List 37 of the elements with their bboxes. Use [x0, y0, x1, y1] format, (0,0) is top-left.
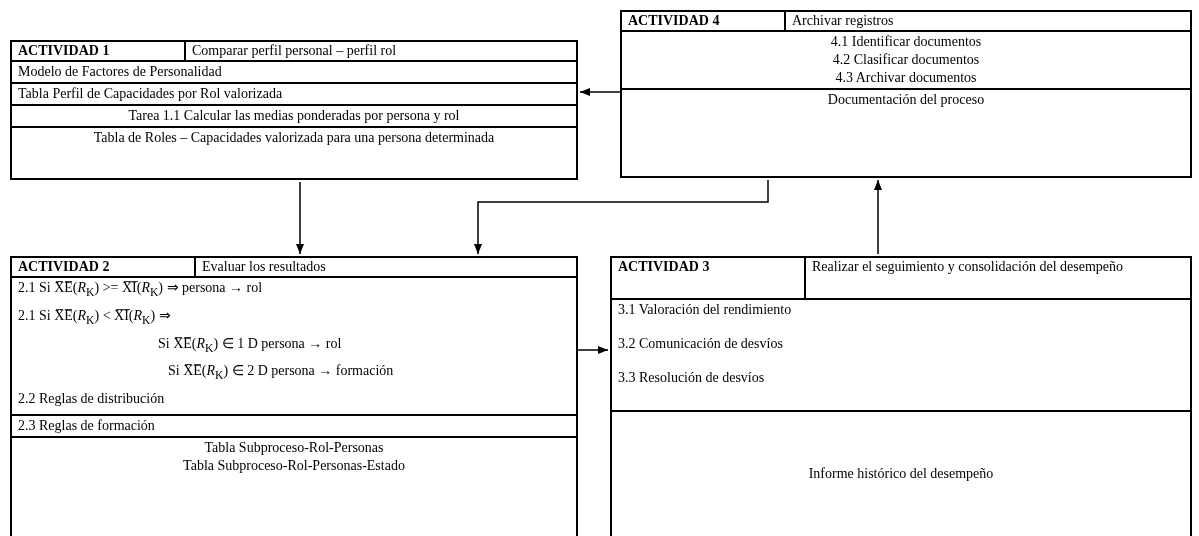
- list-item-text: Si X̅E̅(R$_{K}$) ∈ 1 D persona → rol: [157, 334, 343, 357]
- row-text: Documentación del proceso: [826, 91, 986, 109]
- list-item-text: Tabla Subproceso-Rol-Personas-Estado: [182, 457, 406, 476]
- activity-title: Comparar perfil personal – perfil rol: [191, 42, 398, 60]
- activity-box: [10, 256, 578, 536]
- arrow: [577, 346, 609, 354]
- activity-title: Evaluar los resultados: [201, 258, 327, 276]
- activity-box: [10, 40, 578, 180]
- row-text: Informe histórico del desempeño: [808, 465, 994, 483]
- row-text: Tabla de Roles – Capacidades valorizada para una persona determinada: [92, 129, 496, 147]
- arrow: [474, 179, 769, 255]
- arrow: [874, 179, 882, 255]
- activity-box: [620, 10, 1192, 178]
- list-item-text: 4.3 Archivar documentos: [834, 69, 978, 87]
- arrow: [296, 181, 304, 255]
- activity-title: Realizar el seguimiento y consolidación del desempeño: [811, 258, 1124, 276]
- list-item-text: 2.1 Si X̅E̅(R$_{K}$) < X̅I̅(R$_{K}$) ⇒: [18, 306, 172, 329]
- activity-label: ACTIVIDAD 2: [12, 258, 196, 276]
- row-text: Tabla Perfil de Capacidades por Rol valorizada: [18, 85, 284, 103]
- list-item-text: 4.1 Identificar documentos: [829, 33, 983, 51]
- row-text: Tarea 1.1 Calcular las medias ponderadas por persona y rol: [127, 107, 461, 125]
- activity-box: [610, 256, 1192, 536]
- list-item-text: 2.2 Reglas de distribución: [18, 390, 166, 409]
- list-item-text: 3.3 Resolución de desvíos: [618, 369, 766, 387]
- row-text: 2.3 Reglas de formación: [18, 417, 156, 436]
- row-text: Modelo de Factores de Personalidad: [18, 63, 223, 81]
- list-item-text: Tabla Subproceso-Rol-Personas: [203, 439, 385, 458]
- list-item-text: 4.2 Clasificar documentos: [831, 51, 981, 69]
- list-item-text: Si X̅E̅(R$_{K}$) ∈ 2 D persona → formación: [167, 362, 395, 385]
- list-item-text: 3.2 Comunicación de desvíos: [618, 335, 784, 353]
- activity-label: ACTIVIDAD 3: [612, 258, 806, 298]
- list-item-text: 2.1 Si X̅E̅(R$_{K}$) >= X̅I̅(R$_{K}$) ⇒ persona → rol: [18, 279, 264, 301]
- activity-label: ACTIVIDAD 1: [12, 42, 186, 60]
- arrow: [579, 88, 621, 96]
- activity-label: ACTIVIDAD 4: [622, 12, 786, 30]
- activity-title: Archivar registros: [791, 12, 895, 30]
- list-item-text: 3.1 Valoración del rendimiento: [618, 301, 793, 319]
